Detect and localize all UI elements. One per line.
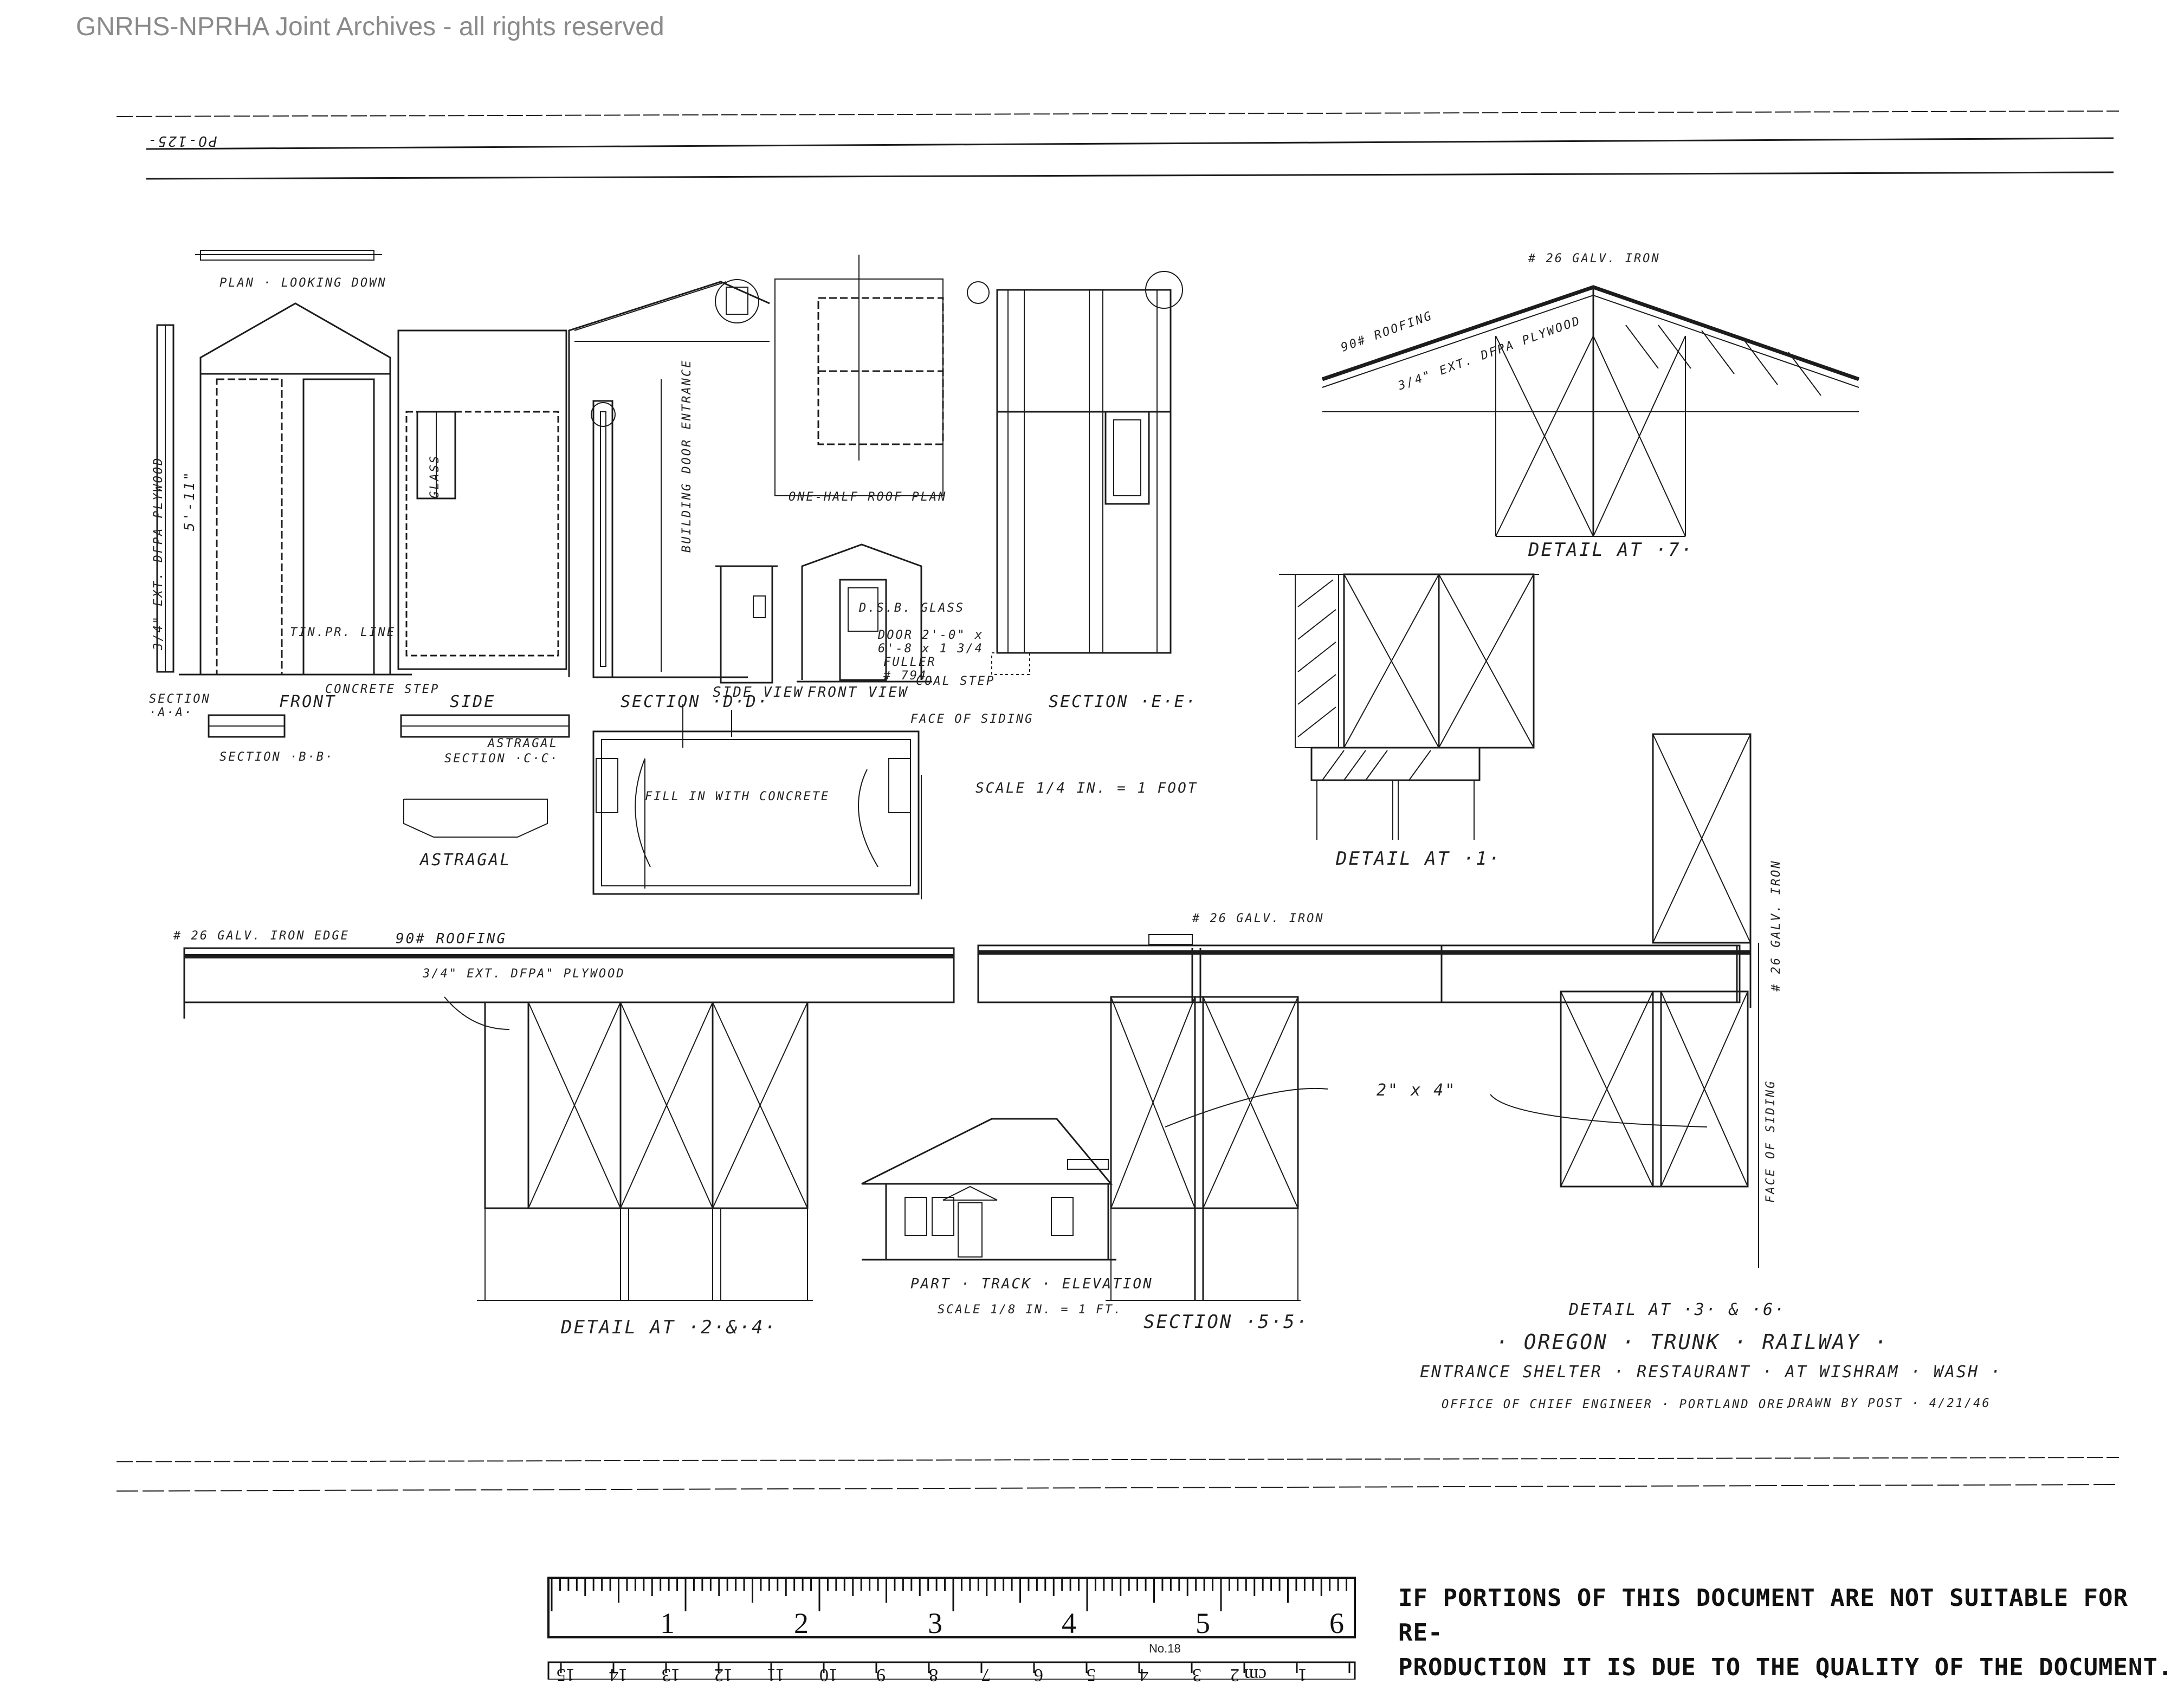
ruler-cm-4: 4 bbox=[1139, 1665, 1148, 1685]
label-detail-at-2-4: DETAIL AT ·2·&·4· bbox=[561, 1317, 777, 1338]
label-galv-iron-top: # 26 GALV. IRON bbox=[1528, 252, 1660, 265]
label-section-aa: SECTION ·A·A· bbox=[149, 692, 211, 720]
ruler-cm-1: 1 bbox=[1298, 1665, 1307, 1685]
ruler-cm-3: 3 bbox=[1192, 1665, 1201, 1685]
ruler-cm-7: 7 bbox=[981, 1665, 991, 1685]
label-section-cc: SECTION ·C·C· bbox=[444, 752, 559, 766]
label-detail-at-3-6: DETAIL AT ·3· & ·6· bbox=[1569, 1300, 1786, 1319]
label-scale: SCALE 1/4 IN. = 1 FOOT bbox=[975, 780, 1198, 796]
title-office: OFFICE OF CHIEF ENGINEER · PORTLAND ORE. bbox=[1442, 1398, 1794, 1411]
label-building-door-entrance: BUILDING DOOR ENTRANCE bbox=[680, 359, 694, 553]
label-section-ee: SECTION ·E·E· bbox=[1049, 692, 1197, 711]
label-galv-iron-edge: # 26 GALV. IRON EDGE bbox=[173, 929, 350, 943]
sheet-code: PO-125- bbox=[146, 133, 217, 149]
scale-ruler bbox=[547, 1577, 1356, 1680]
ruler-cm-14: 14 bbox=[609, 1665, 628, 1685]
notice-line-1: IF PORTIONS OF THIS DOCUMENT ARE NOT SUI… bbox=[1398, 1584, 2129, 1647]
label-face-of-siding-right: FACE OF SIDING bbox=[1764, 1079, 1778, 1203]
ruler-cm-8: 8 bbox=[929, 1665, 938, 1685]
label-side-plywood: 3/4" EXT. DFPA PLYWOOD bbox=[152, 456, 165, 650]
label-roofing-90-mid: 90# ROOFING bbox=[396, 931, 507, 947]
label-face-of-siding: FACE OF SIDING bbox=[910, 712, 1034, 726]
ruler-cm-9: 9 bbox=[876, 1665, 886, 1685]
ruler-cm-12: 12 bbox=[714, 1665, 733, 1685]
ruler-inch-2: 2 bbox=[794, 1607, 809, 1639]
label-section-5-5: SECTION ·5·5· bbox=[1143, 1311, 1309, 1333]
archive-watermark: GNRHS-NPRHA Joint Archives - all rights … bbox=[76, 12, 664, 41]
title-subject: ENTRANCE SHELTER · RESTAURANT · AT WISHR… bbox=[1420, 1363, 2002, 1382]
label-side-view: SIDE VIEW bbox=[713, 684, 804, 701]
label-door-note-2: 6'-8 x 1 3/4 bbox=[878, 642, 984, 656]
ruler-model: No.18 bbox=[1149, 1642, 1181, 1655]
label-door-note-1: DOOR 2'-0" x bbox=[878, 628, 984, 642]
label-side: SIDE bbox=[450, 692, 496, 711]
label-detail-at-7: DETAIL AT ·7· bbox=[1528, 539, 1694, 561]
label-concrete-step: CONCRETE STEP bbox=[325, 683, 440, 696]
label-section-bb: SECTION ·B·B· bbox=[219, 750, 334, 764]
reproduction-notice: IF PORTIONS OF THIS DOCUMENT ARE NOT SUI… bbox=[1398, 1581, 2184, 1685]
label-door-note-4: # 794 bbox=[883, 669, 928, 683]
label-front-view: FRONT VIEW bbox=[807, 684, 909, 701]
ruler-cm-2: cm 2 bbox=[1230, 1665, 1267, 1685]
label-one-half-roof-plan: ONE-HALF ROOF PLAN bbox=[789, 490, 947, 504]
label-galv-iron-right: # 26 GALV. IRON bbox=[1769, 859, 1783, 991]
label-astragal-tag: ASTRAGAL bbox=[488, 737, 558, 750]
label-glass: GLASS bbox=[428, 454, 442, 498]
label-galv-iron-mid: # 26 GALV. IRON bbox=[1192, 912, 1324, 925]
label-plywood-mid: 3/4" EXT. DFPA" PLYWOOD bbox=[423, 967, 625, 981]
title-drawn-by: DRAWN BY POST · 4/21/46 bbox=[1788, 1397, 1991, 1410]
ruler-cm-5: 5 bbox=[1087, 1665, 1096, 1685]
ruler-inch-6: 6 bbox=[1329, 1607, 1344, 1639]
ruler-inch-4: 4 bbox=[1062, 1607, 1076, 1639]
ruler-inch-3: 3 bbox=[928, 1607, 942, 1639]
label-two-by-four: 2" x 4" bbox=[1377, 1081, 1457, 1100]
ruler-cm-15: 15 bbox=[557, 1665, 575, 1685]
ruler-inch-1: 1 bbox=[660, 1607, 675, 1639]
ruler-cm-10: 10 bbox=[819, 1665, 838, 1685]
label-part-track-elevation: PART · TRACK · ELEVATION bbox=[910, 1276, 1153, 1292]
label-detail-at-1: DETAIL AT ·1· bbox=[1336, 848, 1502, 870]
ruler-inch-5: 5 bbox=[1196, 1607, 1210, 1639]
label-tin-pr-line: TIN.PR. LINE bbox=[290, 626, 396, 639]
label-astragal: ASTRAGAL bbox=[420, 851, 512, 870]
title-railway: · OREGON · TRUNK · RAILWAY · bbox=[1496, 1330, 1889, 1354]
notice-line-2: PRODUCTION IT IS DUE TO THE QUALITY OF T… bbox=[1398, 1654, 2173, 1681]
label-coal-step: COAL STEP bbox=[916, 675, 996, 688]
label-dsb-glass: D.S.B. GLASS bbox=[859, 601, 965, 615]
label-section-dd: SECTION ·D·D· bbox=[621, 692, 769, 711]
label-dim-511: 5'-11" bbox=[182, 470, 198, 531]
ruler-cm-13: 13 bbox=[662, 1665, 680, 1685]
label-front: FRONT bbox=[279, 692, 337, 711]
ruler-cm-11: 11 bbox=[767, 1665, 785, 1685]
label-fill-in-with-concrete: FILL IN WITH CONCRETE bbox=[645, 790, 830, 803]
label-elevation-scale: SCALE 1/8 IN. = 1 FT. bbox=[938, 1303, 1123, 1317]
label-plan-looking-down: PLAN · LOOKING DOWN bbox=[219, 276, 387, 290]
ruler-cm-6: 6 bbox=[1034, 1665, 1043, 1685]
label-door-note-3: FULLER bbox=[883, 656, 936, 669]
